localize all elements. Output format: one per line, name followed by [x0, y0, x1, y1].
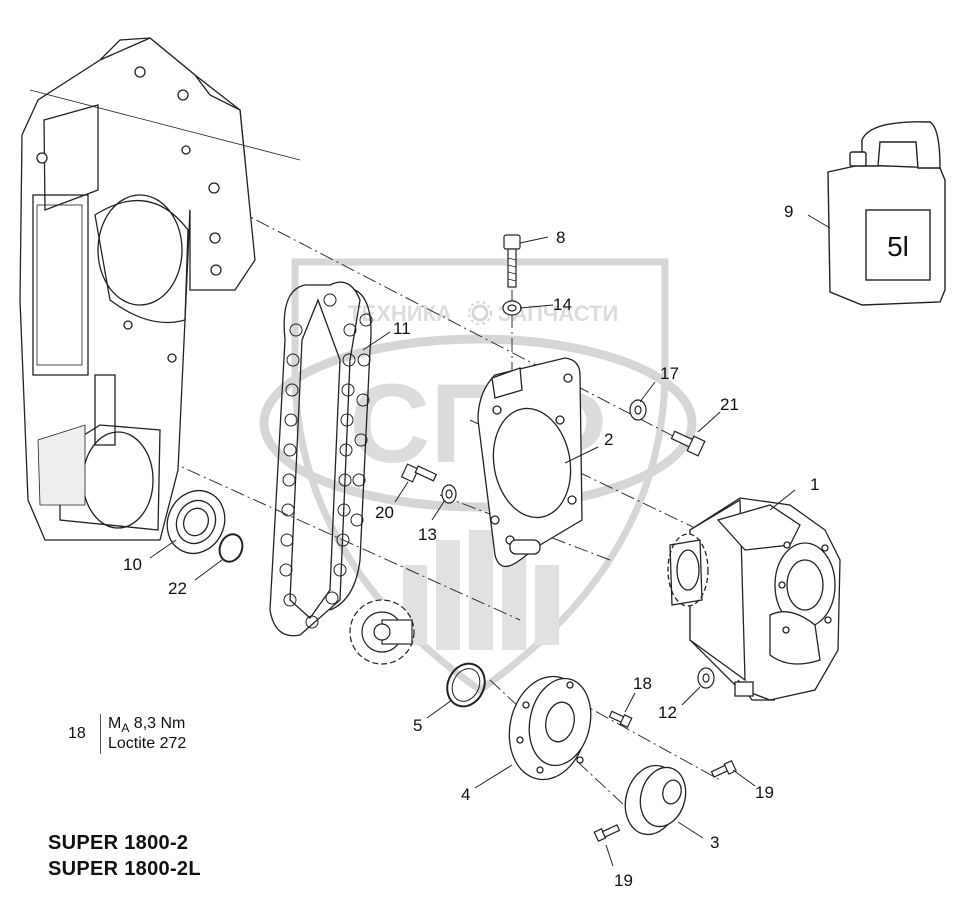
- callout-14: 14: [553, 295, 572, 314]
- callout-labels: 1 2 3 4 5 8 9 10 11 12 13 14 17 18 19 19…: [123, 202, 819, 890]
- machine-frame: [19, 37, 301, 541]
- leader-lines: [149, 214, 831, 867]
- bolt-part-18: [608, 710, 633, 729]
- torque-symbol-subscript: A: [121, 721, 130, 736]
- bolt-part-19-upper: [710, 759, 737, 778]
- nut-part-14: [502, 300, 522, 316]
- gearbox-part-1: [667, 497, 841, 701]
- snap-ring-part-22: [218, 533, 244, 563]
- oil-canister-part-9: 5l: [827, 121, 946, 306]
- callout-21: 21: [720, 395, 739, 414]
- seal-ring-part-5: [446, 662, 486, 708]
- callout-17: 17: [660, 364, 679, 383]
- callout-13: 13: [418, 525, 437, 544]
- cap-part-3: [624, 764, 687, 836]
- callout-18: 18: [633, 674, 652, 693]
- nut-part-12: [697, 667, 715, 689]
- bolt-part-8: [503, 234, 521, 288]
- torque-note-loctite: Loctite 272: [108, 735, 187, 752]
- sprocket: [349, 599, 415, 665]
- bracket-plate-part-2: [477, 357, 583, 567]
- callout-10: 10: [123, 555, 142, 574]
- torque-symbol: M: [108, 715, 122, 732]
- callout-5: 5: [413, 716, 422, 735]
- callout-3: 3: [710, 833, 719, 852]
- bearing-part-10: [166, 490, 226, 554]
- washer-part-13: [441, 484, 457, 504]
- washer-part-17: [629, 399, 647, 421]
- torque-note-part-number: 18: [68, 725, 86, 742]
- callout-4: 4: [461, 785, 470, 804]
- canister-volume-label: 5l: [887, 231, 909, 262]
- callout-19-lower: 19: [614, 871, 633, 890]
- callout-9: 9: [784, 202, 793, 221]
- callout-8: 8: [556, 228, 565, 247]
- model-name-1: SUPER 1800-2: [48, 832, 189, 854]
- bolt-part-19-lower: [593, 824, 621, 843]
- chain-part-11: [269, 281, 373, 637]
- callout-2: 2: [604, 430, 613, 449]
- torque-note-divider: [100, 714, 101, 754]
- callout-11: 11: [393, 319, 411, 338]
- callout-1: 1: [810, 475, 819, 494]
- watermark-left-word: ТЕХНИКА: [348, 301, 452, 326]
- watermark-gear-icon: [468, 301, 492, 325]
- callout-20: 20: [375, 503, 394, 522]
- torque-note: 18 MA 8,3 Nm Loctite 272: [68, 712, 208, 756]
- torque-amount: 8,3 Nm: [133, 715, 186, 732]
- torque-note-value: MA 8,3 Nm: [108, 714, 185, 738]
- bolt-part-21: [670, 430, 706, 457]
- flange-cover-part-4: [508, 675, 592, 781]
- model-name-2: SUPER 1800-2L: [48, 858, 201, 880]
- bolt-part-20: [400, 463, 438, 483]
- callout-19-upper: 19: [755, 783, 774, 802]
- callout-12: 12: [658, 703, 677, 722]
- callout-22: 22: [168, 579, 187, 598]
